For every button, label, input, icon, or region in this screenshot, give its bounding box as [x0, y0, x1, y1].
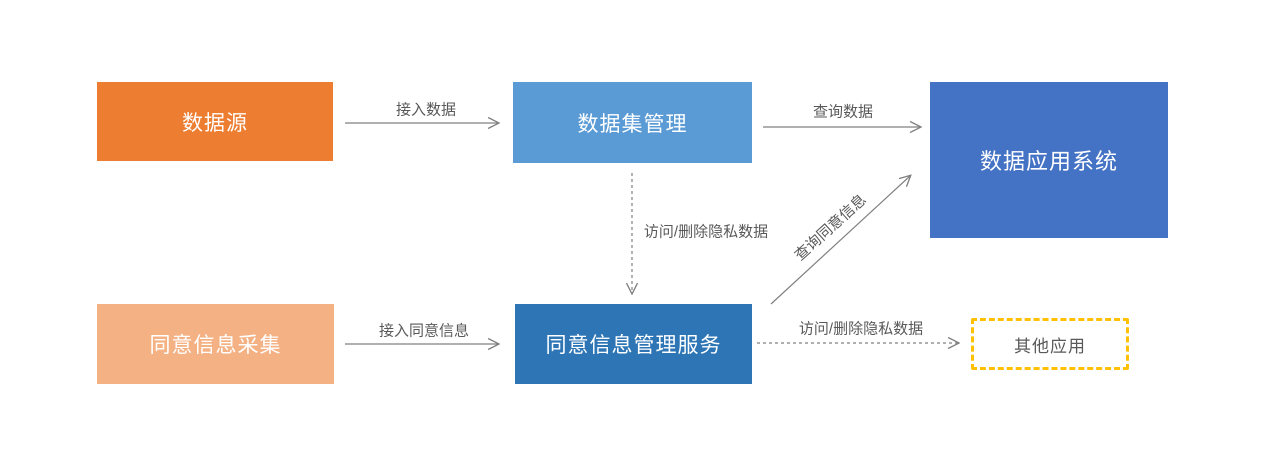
edge-label-access-consent-info: 接入同意信息 — [378, 322, 470, 340]
edge-label-access-delete-private-data-mid: 访问/删除隐私数据 — [643, 223, 769, 241]
edge-label-query-data: 查询数据 — [812, 103, 874, 121]
node-consent-management-service: 同意信息管理服务 — [515, 304, 752, 384]
node-other-applications: 其他应用 — [971, 318, 1129, 370]
edge-query-consent-arrow — [770, 176, 910, 305]
edge-label-access-delete-private-data-bottom: 访问/删除隐私数据 — [798, 320, 924, 338]
node-data-source: 数据源 — [97, 82, 333, 161]
node-consent-collection: 同意信息采集 — [97, 304, 334, 384]
node-data-application-system: 数据应用系统 — [930, 82, 1168, 238]
edge-label-query-consent-info: 查询同意信息 — [791, 191, 870, 265]
edge-label-access-data: 接入数据 — [395, 101, 457, 119]
node-dataset-management: 数据集管理 — [513, 82, 752, 163]
